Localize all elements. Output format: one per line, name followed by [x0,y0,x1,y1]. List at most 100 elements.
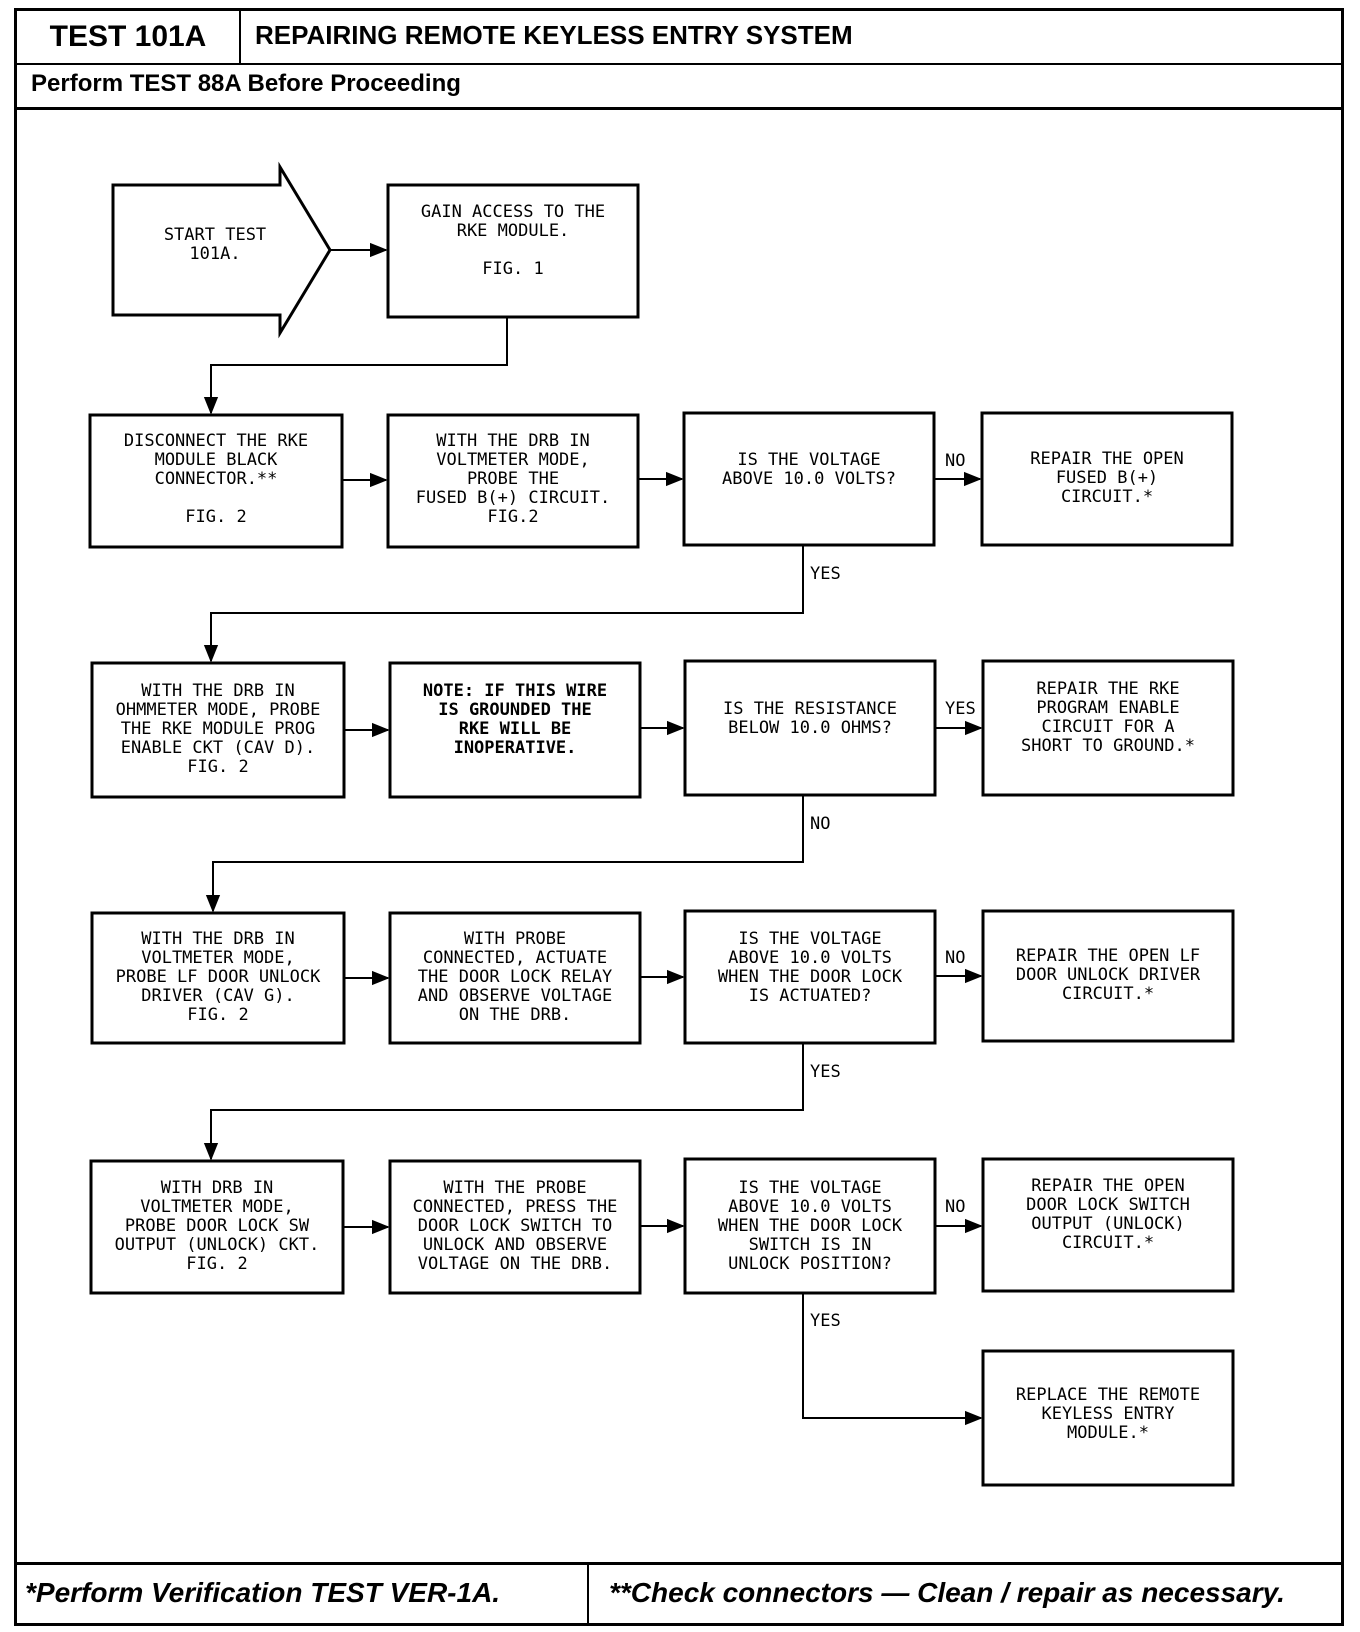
node-text-line: AND OBSERVE VOLTAGE [418,986,612,1006]
label-q2-no: NO [810,814,830,834]
footer-verification-note: *Perform Verification TEST VER-1A. [17,1565,589,1623]
node-text-line: ABOVE 10.0 VOLTS [728,1197,892,1217]
node-text-line: CONNECTED, ACTUATE [423,948,607,968]
node-text-line: MODULE BLACK [155,450,279,470]
footer-connector-note: **Check connectors — Clean / repair as n… [609,1577,1285,1608]
node-text-line: IS GROUNDED THE [438,700,592,720]
node-text-line: RKE MODULE. [457,221,570,241]
node-text-line: IS THE VOLTAGE [738,929,881,949]
node-text-line: DISCONNECT THE RKE [124,431,308,451]
node-text-line: VOLTMETER MODE, [436,450,590,470]
node-text-line: VOLTAGE ON THE DRB. [418,1254,612,1274]
node-text-line: FIG.2 [487,507,538,527]
node-text-line [211,488,221,508]
node-text-line: THE RKE MODULE PROG [121,719,315,739]
node-text-line: FIG. 1 [482,259,543,279]
node-text-line: GAIN ACCESS TO THE [421,202,605,222]
node-text-line: WITH PROBE [464,929,566,949]
node-text-line: WHEN THE DOOR LOCK [718,967,903,987]
node-text-line: KEYLESS ENTRY [1041,1404,1174,1424]
edge-q1-ohm [203,545,804,663]
node-text-line: SWITCH IS IN [749,1235,872,1255]
node-text-line: OUTPUT (UNLOCK) [1031,1214,1185,1234]
node-text-line: IS THE RESISTANCE [723,699,897,719]
node-text-line: VOLTMETER MODE, [140,1197,294,1217]
node-text-line: RKE WILL BE [459,719,572,739]
test-title: REPAIRING REMOTE KEYLESS ENTRY SYSTEM [255,20,853,50]
node-text-line: THE DOOR LOCK RELAY [418,967,612,987]
prerequisite-note: Perform TEST 88A Before Proceeding [31,70,461,97]
label-q4-no: NO [945,1197,965,1217]
node-text-line: IS THE VOLTAGE [737,450,880,470]
node-text-line: BELOW 10.0 OHMS? [728,718,892,738]
node-text-line: CIRCUIT.* [1061,487,1153,507]
header-row: TEST 101A REPAIRING REMOTE KEYLESS ENTRY… [17,11,1341,65]
node-text-line: DOOR LOCK SWITCH TO [418,1216,612,1236]
node-text-line: IS THE VOLTAGE [738,1178,881,1198]
node-text-line: DRIVER (CAV G). [141,986,295,1006]
node-text-line: ENABLE CKT (CAV D). [121,738,315,758]
node-text-line: START TEST [164,225,266,245]
node-text-line: NOTE: IF THIS WIRE [423,681,607,701]
node-text-line: ON THE DRB. [459,1005,572,1025]
node-text-line: UNLOCK AND OBSERVE [423,1235,607,1255]
node-text-line: WITH THE PROBE [443,1178,586,1198]
node-text-line: FUSED B(+) [1056,468,1158,488]
node-text-line: 101A. [189,244,240,264]
node-text-line: REPAIR THE OPEN [1031,1176,1185,1196]
label-q3-yes: YES [810,1062,841,1082]
node-text-line: CONNECTOR.** [155,469,278,489]
prerequisite-row: Perform TEST 88A Before Proceeding [17,63,1341,110]
node-text-line: OUTPUT (UNLOCK) CKT. [115,1235,320,1255]
test-id: TEST 101A [17,11,241,63]
node-text-line: FIG. 2 [186,1254,247,1274]
node-text-line: REPAIR THE OPEN LF [1016,946,1200,966]
label-q1-no: NO [945,451,965,471]
node-text-line: UNLOCK POSITION? [728,1254,892,1274]
node-text-line: IS ACTUATED? [749,986,872,1006]
node-text-line: VOLTMETER MODE, [141,948,295,968]
label-q1-yes: YES [810,564,841,584]
node-text-line: DOOR UNLOCK DRIVER [1016,965,1201,985]
page-frame: TEST 101A REPAIRING REMOTE KEYLESS ENTRY… [14,8,1344,1626]
node-text-line: DOOR LOCK SWITCH [1026,1195,1190,1215]
node-text-line: REPAIR THE RKE [1036,679,1179,699]
node-text-line: CONNECTED, PRESS THE [413,1197,618,1217]
label-q3-no: NO [945,948,965,968]
node-text-line: PROBE THE [467,469,559,489]
node-text-line: ABOVE 10.0 VOLTS [728,948,892,968]
node-text-line [508,240,518,260]
node-text-line: ABOVE 10.0 VOLTS? [722,469,896,489]
node-text-line: PROBE DOOR LOCK SW [125,1216,310,1236]
node-text-line: WITH DRB IN [161,1178,274,1198]
edge-q2-lf [205,795,804,913]
node-text-line: CIRCUIT.* [1062,1233,1154,1253]
